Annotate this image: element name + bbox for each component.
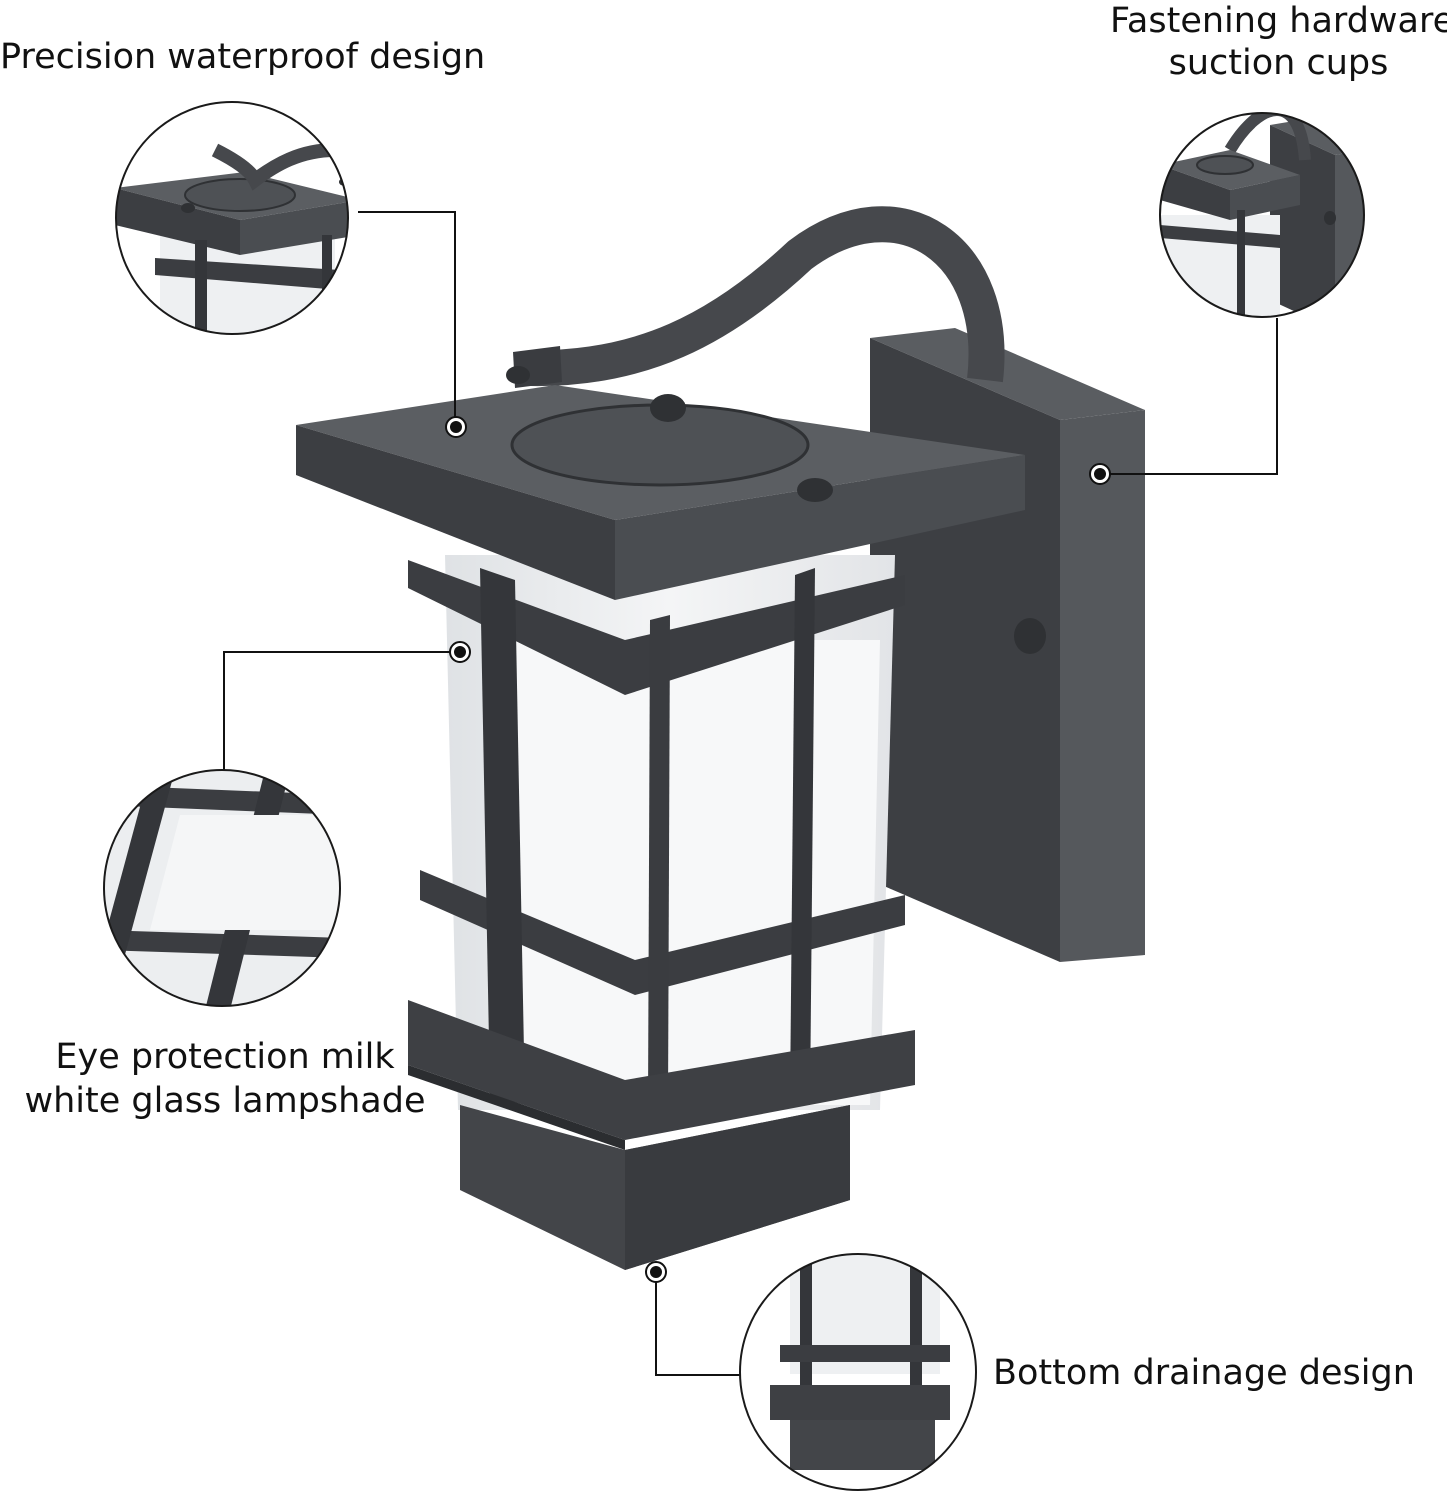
callout-waterproof: Precision waterproof design bbox=[0, 37, 486, 77]
detail-circle-roof bbox=[115, 101, 349, 335]
dot-drainage-icon bbox=[650, 1266, 662, 1278]
dot-glass-icon bbox=[454, 646, 466, 658]
callout-hardware-line2: suction cups bbox=[1168, 43, 1389, 83]
roof-knob-icon bbox=[650, 394, 686, 422]
leader-line-waterproof bbox=[358, 211, 456, 425]
lantern-base bbox=[408, 1000, 915, 1270]
leader-dots bbox=[445, 416, 1111, 1283]
callout-glass-line2: white glass lampshade bbox=[24, 1081, 426, 1121]
wall-lantern bbox=[296, 206, 1145, 1270]
leader-line-drainage bbox=[655, 1272, 740, 1376]
leader-line-hardware bbox=[1100, 318, 1278, 475]
callout-drainage: Bottom drainage design bbox=[993, 1353, 1415, 1393]
mount-screw-icon bbox=[1014, 618, 1046, 654]
dot-hardware-icon bbox=[1094, 468, 1106, 480]
dot-waterproof-icon bbox=[450, 421, 462, 433]
detail-circle-hardware bbox=[1159, 112, 1365, 318]
detail-circle-drainage bbox=[739, 1253, 977, 1491]
lantern-arm bbox=[529, 206, 1005, 387]
wall-mount-plate bbox=[870, 328, 1145, 962]
callout-hardware-line1: Fastening hardware bbox=[1110, 1, 1447, 41]
callout-glass-line1: Eye protection milk bbox=[55, 1037, 395, 1077]
detail-circle-glass bbox=[103, 769, 341, 1007]
lantern-roof bbox=[296, 366, 1025, 600]
leader-line-glass bbox=[223, 651, 458, 772]
